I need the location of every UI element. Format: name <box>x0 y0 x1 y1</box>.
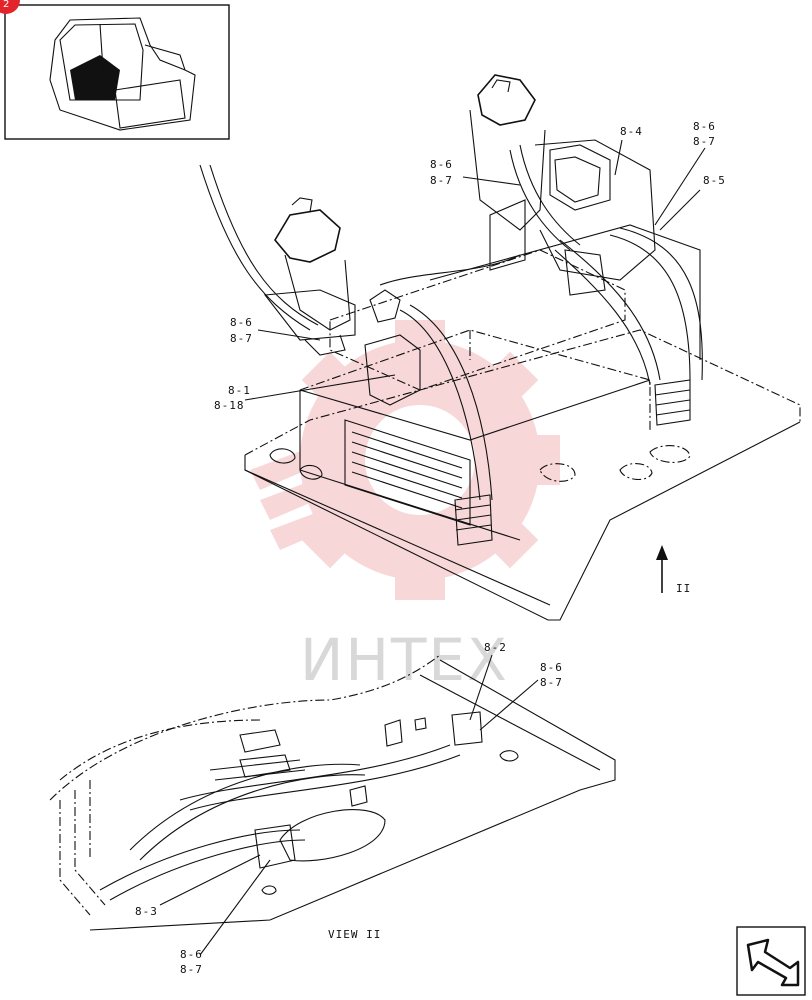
watermark-text: ИНТЕХ <box>300 626 509 694</box>
label-8-1-left: 8-1 <box>228 384 251 397</box>
label-8-7-bottom-right: 8-7 <box>540 676 563 689</box>
label-8-7-top-right: 8-7 <box>693 135 716 148</box>
label-8-3-bottom: 8-3 <box>135 905 158 918</box>
navigate-arrow-icon[interactable] <box>736 926 806 996</box>
callout-badge-number: 2 <box>3 0 9 10</box>
label-8-7-left: 8-7 <box>230 332 253 345</box>
watermark-gear-icon <box>250 320 560 600</box>
label-8-6-bottom-right: 8-6 <box>540 661 563 674</box>
callout-badge: 2 <box>0 0 20 14</box>
label-8-6-top-center: 8-6 <box>430 158 453 171</box>
label-8-6-top-right: 8-6 <box>693 120 716 133</box>
view-ii-assembly <box>49 654 616 956</box>
label-8-18-left: 8-18 <box>214 399 245 412</box>
label-8-4-top: 8-4 <box>620 125 643 138</box>
label-8-6-bottom-left: 8-6 <box>180 948 203 961</box>
label-8-7-bottom-left: 8-7 <box>180 963 203 976</box>
view-caption: VIEW II <box>328 928 381 941</box>
label-8-5-top: 8-5 <box>703 174 726 187</box>
label-8-7-top-center: 8-7 <box>430 174 453 187</box>
label-view-arrow-ii: II <box>676 582 691 595</box>
label-8-6-left: 8-6 <box>230 316 253 329</box>
excavator-cab-icon <box>4 4 230 140</box>
label-8-2-bottom: 8-2 <box>484 641 507 654</box>
upper-floor-assembly <box>199 74 801 621</box>
